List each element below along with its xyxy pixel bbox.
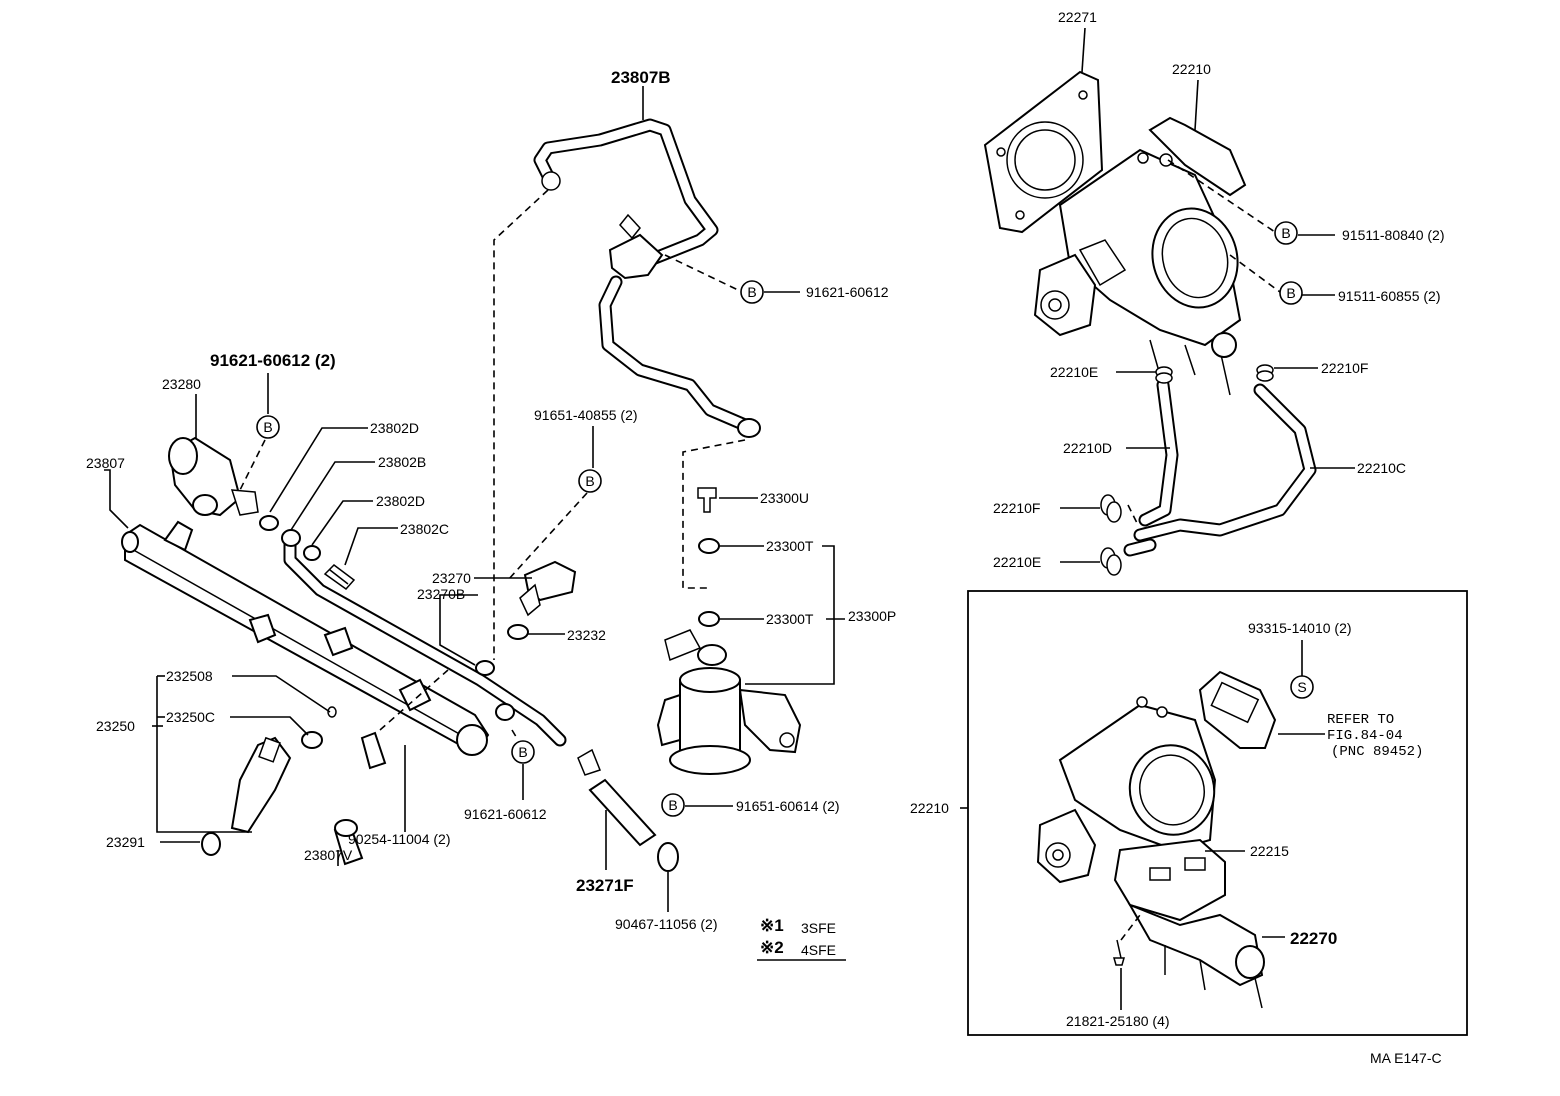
label-91621-60612-2: 91621-60612 (2)	[210, 351, 336, 370]
label-23291: 23291	[106, 834, 145, 850]
screw-mark-93315: S	[1290, 675, 1314, 699]
leaders-filter	[685, 497, 845, 807]
bolt-mark-91621-60612-2: B	[256, 415, 280, 439]
label-23250: 23250	[96, 718, 135, 734]
label-23270B: 23270B	[417, 586, 465, 602]
label-22210D: 22210D	[1063, 440, 1112, 456]
label-23270: 23270	[432, 570, 471, 586]
label-91621-60612-top: 91621-60612	[806, 284, 889, 300]
svg-text:B: B	[747, 284, 756, 300]
label-91621-60612-low: 91621-60612	[464, 806, 547, 822]
label-22210E-low: 22210E	[993, 554, 1041, 570]
label-22210E-top: 22210E	[1050, 364, 1098, 380]
label-23250C: 23250C	[166, 709, 215, 725]
refer-note-line1: REFER TO	[1327, 712, 1394, 728]
label-23802B: 23802B	[378, 454, 426, 470]
label-23802C: 23802C	[400, 521, 449, 537]
bolt-mark-91511-60855: B	[1279, 281, 1303, 305]
svg-text:B: B	[263, 419, 272, 435]
label-23300T-a: 23300T	[766, 538, 814, 554]
svg-text:B: B	[518, 744, 527, 760]
label-23300T-b: 23300T	[766, 611, 814, 627]
legend-text-2: 4SFE	[801, 942, 836, 958]
fuel-pipe-23807B	[533, 118, 761, 438]
bolt-mark-91651-60614: B	[661, 793, 685, 817]
legend-text-1: 3SFE	[801, 920, 836, 936]
throttle-body-assembly-top	[983, 70, 1317, 576]
label-23807V: 23807V	[304, 847, 353, 863]
label-23802D-a: 23802D	[370, 420, 419, 436]
label-23807: 23807	[86, 455, 125, 471]
leaders-top-right	[1060, 27, 1355, 563]
fuel-filter-23300P	[656, 487, 802, 775]
label-22215: 22215	[1250, 843, 1289, 859]
label-23807B: 23807B	[611, 68, 671, 87]
label-22210F-low: 22210F	[993, 500, 1040, 516]
bolt-mark-91621-60612-top: B	[740, 280, 764, 304]
svg-text:S: S	[1297, 679, 1306, 695]
label-90467-11056: 90467-11056 (2)	[615, 916, 717, 932]
label-23271F: 23271F	[576, 876, 634, 895]
svg-text:B: B	[585, 473, 594, 489]
leaders-box	[960, 640, 1325, 1010]
label-91651-40855: 91651-40855 (2)	[534, 407, 638, 423]
leaders-left	[104, 373, 669, 912]
label-23280: 23280	[162, 376, 201, 392]
label-23232: 23232	[567, 627, 606, 643]
label-22270: 22270	[1290, 929, 1337, 948]
label-93315-14010: 93315-14010 (2)	[1248, 620, 1352, 636]
legend-mark-2: ※2	[760, 938, 784, 957]
refer-note-line3: (PNC 89452)	[1331, 744, 1423, 760]
label-232508: 232508	[166, 668, 213, 684]
refer-note-line2: FIG.84-04	[1327, 728, 1403, 744]
throttle-body-assembly-boxed	[1036, 670, 1277, 1009]
label-90254-11004: 90254-11004 (2)	[348, 831, 450, 847]
bolt-mark-91651-40855: B	[578, 469, 602, 493]
label-22271: 22271	[1058, 9, 1097, 25]
fuel-rail-23807	[121, 436, 679, 872]
label-22210-box: 22210	[910, 800, 949, 816]
svg-text:B: B	[1286, 285, 1295, 301]
label-23802D-b: 23802D	[376, 493, 425, 509]
label-23300U: 23300U	[760, 490, 809, 506]
label-91511-60855: 91511-60855 (2)	[1338, 288, 1440, 304]
label-22210C: 22210C	[1357, 460, 1406, 476]
legend-mark-1: ※1	[760, 916, 784, 935]
svg-text:B: B	[1281, 225, 1290, 241]
label-91651-60614: 91651-60614 (2)	[736, 798, 840, 814]
assembly-box	[967, 590, 1468, 1036]
engine-legend: ※1 3SFE ※2 4SFE	[757, 916, 846, 961]
label-23300P: 23300P	[848, 608, 896, 624]
leaders-pipe	[493, 86, 800, 660]
label-22210F-top: 22210F	[1321, 360, 1368, 376]
label-22210-top: 22210	[1172, 61, 1211, 77]
svg-text:B: B	[668, 797, 677, 813]
bolt-mark-91511-80840: B	[1274, 221, 1298, 245]
label-21821-25180: 21821-25180 (4)	[1066, 1013, 1170, 1029]
bolt-mark-91621-60612-low: B	[511, 740, 535, 764]
figure-code: MA E147-C	[1370, 1050, 1442, 1066]
label-91511-80840: 91511-80840 (2)	[1342, 227, 1444, 243]
